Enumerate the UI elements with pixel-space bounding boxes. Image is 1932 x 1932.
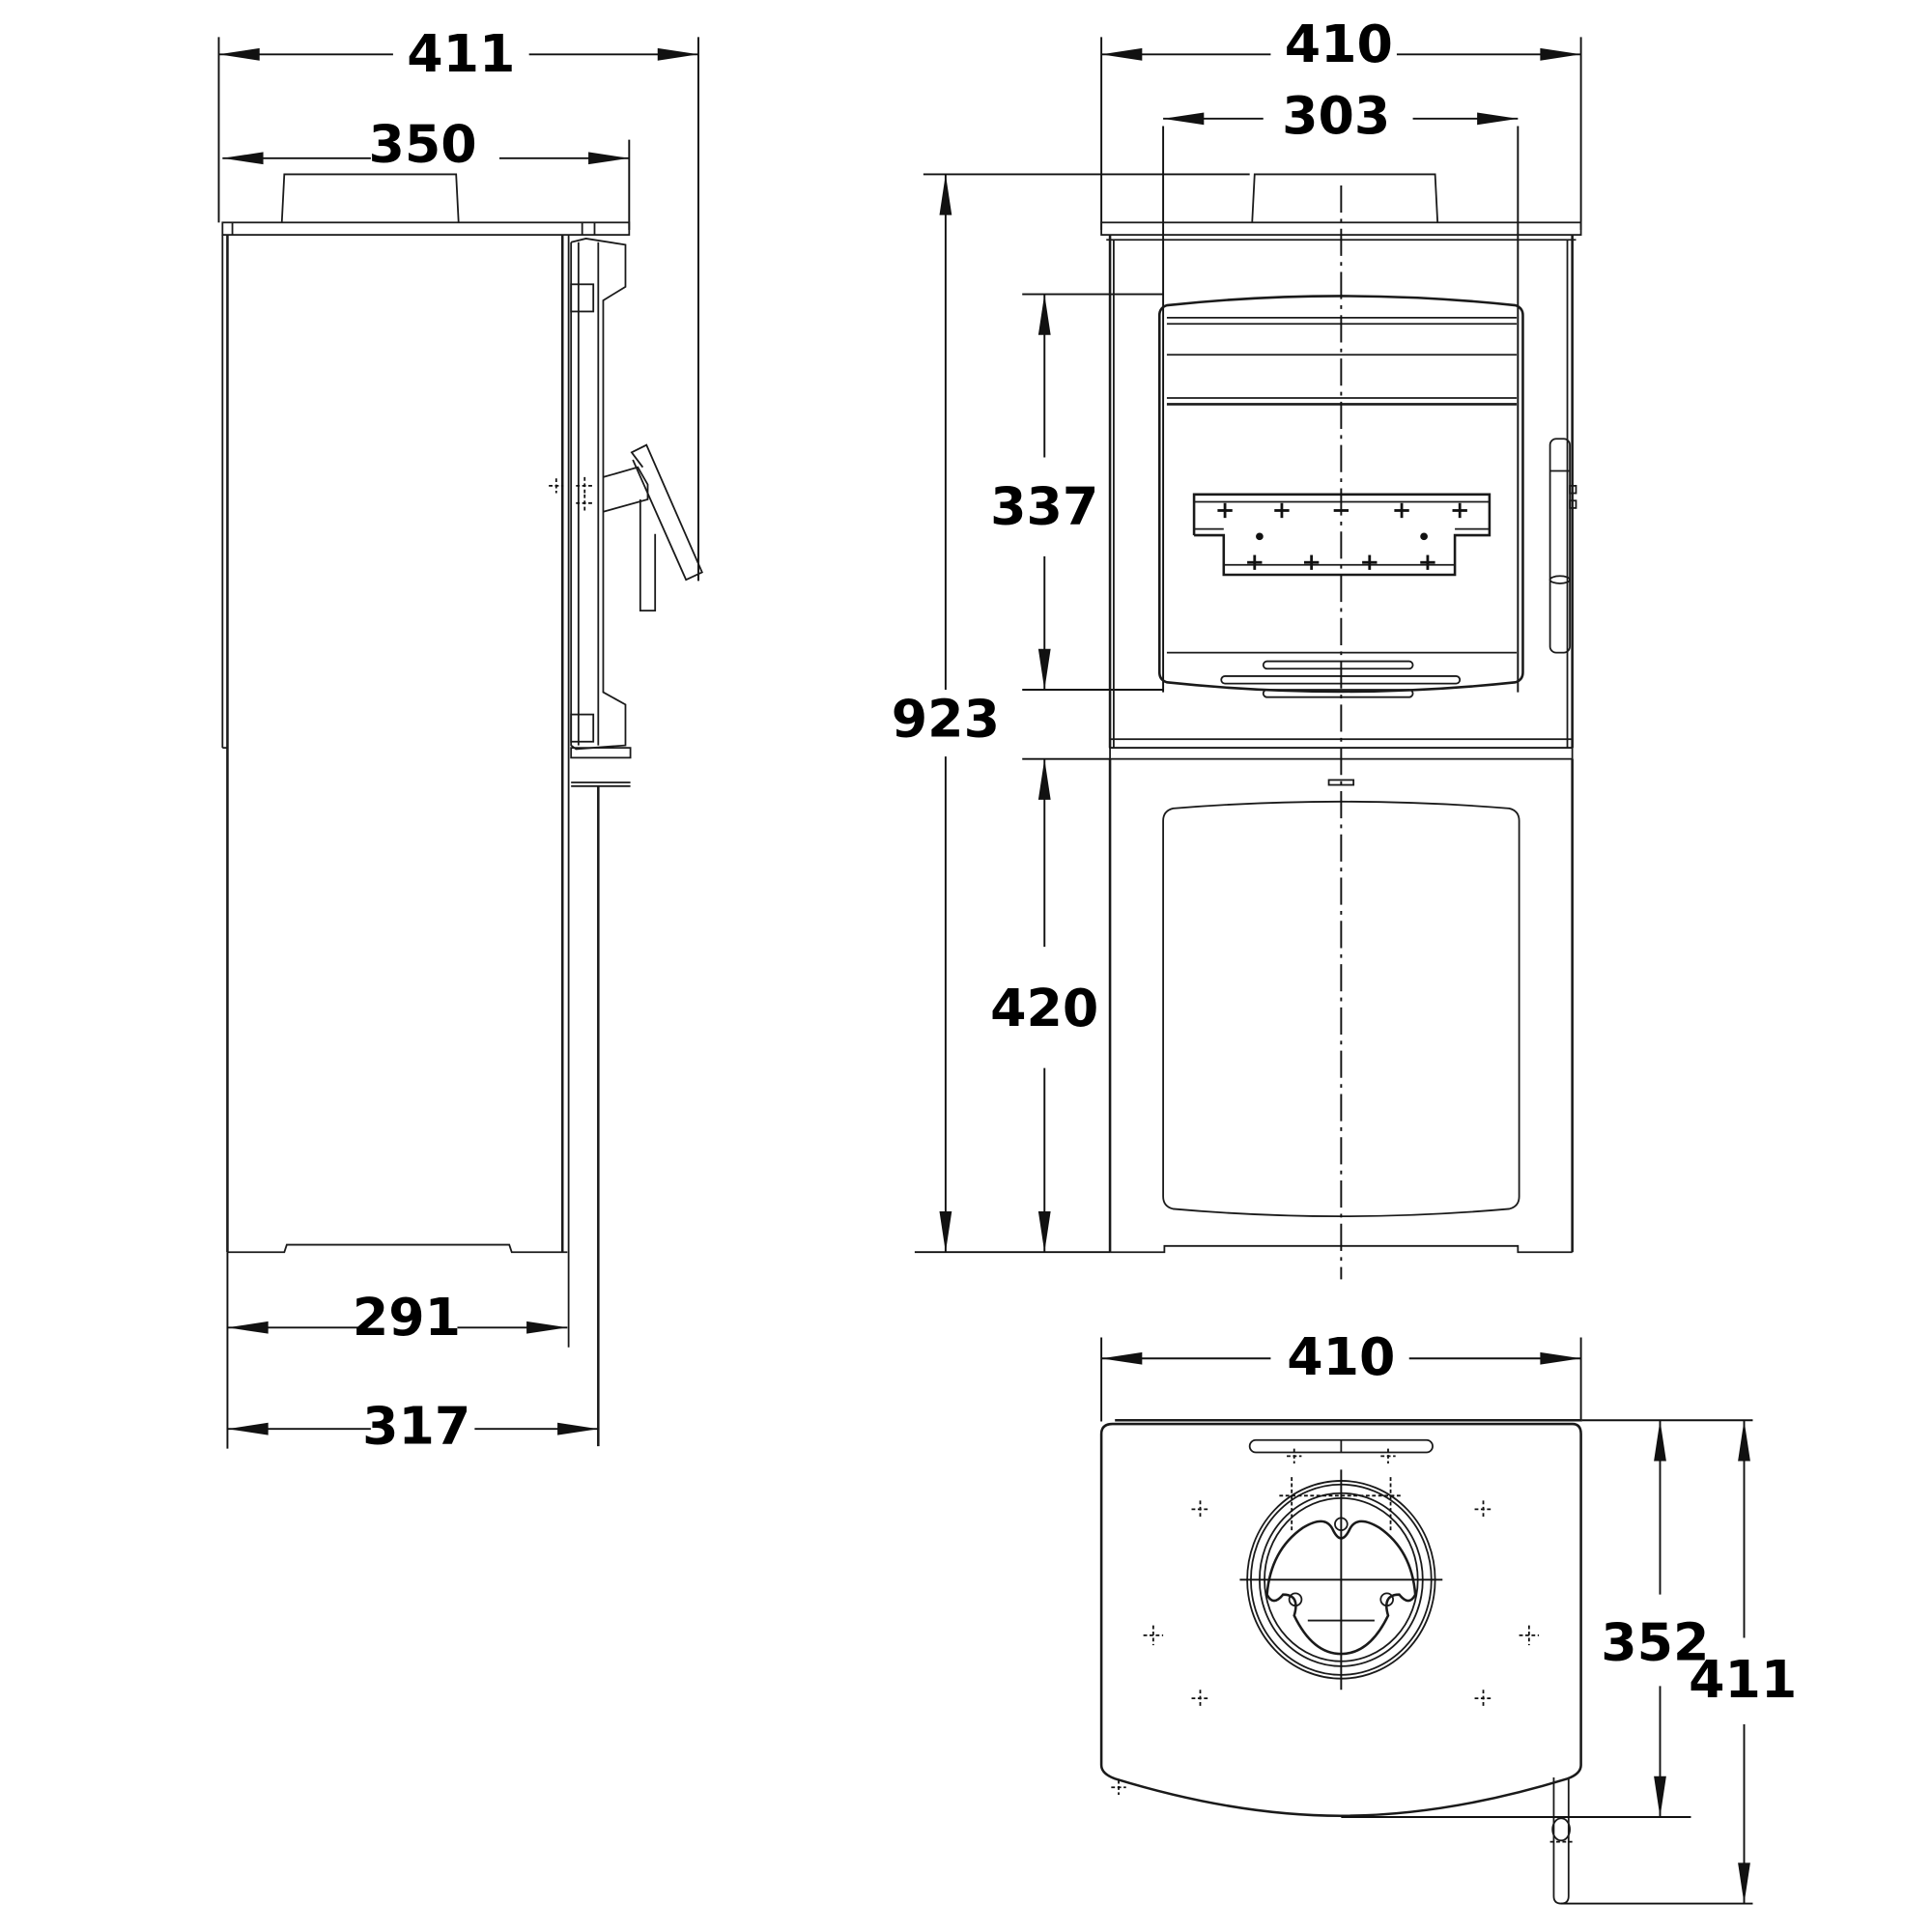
dim-top-overall-width: 410 bbox=[1100, 1326, 1582, 1422]
dim-side-top-depth: 350 bbox=[222, 114, 631, 231]
side-top-plate bbox=[221, 173, 631, 237]
label-front-337: 337 bbox=[990, 476, 1098, 537]
top-flue-collar bbox=[1239, 1469, 1443, 1690]
label-side-411: 411 bbox=[407, 23, 515, 84]
dim-side-base-depth: 291 bbox=[226, 1252, 568, 1449]
dim-front-door-height: 337 bbox=[990, 293, 1164, 691]
label-front-420: 420 bbox=[990, 978, 1098, 1038]
label-top-411: 411 bbox=[1689, 1649, 1797, 1710]
dim-top-flue-to-front: 352 bbox=[1341, 1419, 1753, 1818]
dim-front-door-width: 303 bbox=[1162, 85, 1520, 693]
dim-side-overall-depth: 411 bbox=[217, 23, 699, 582]
front-door-handle[interactable] bbox=[1548, 438, 1577, 654]
top-outline bbox=[1099, 1418, 1582, 1817]
label-front-923: 923 bbox=[892, 689, 1000, 750]
label-front-303: 303 bbox=[1282, 85, 1390, 146]
top-view: 410 bbox=[1099, 1326, 1797, 1905]
label-front-410: 410 bbox=[1285, 14, 1393, 74]
top-handle[interactable] bbox=[1549, 1777, 1573, 1905]
dim-front-base-height: 420 bbox=[990, 757, 1111, 1253]
side-door bbox=[549, 238, 703, 787]
side-body bbox=[221, 235, 600, 1447]
label-side-317: 317 bbox=[362, 1396, 470, 1457]
front-base bbox=[1108, 758, 1574, 1254]
top-fixing-markers bbox=[1111, 1448, 1540, 1795]
side-view: 411 350 bbox=[217, 23, 703, 1457]
dim-side-body-depth: 317 bbox=[227, 1396, 599, 1457]
label-top-410: 410 bbox=[1287, 1326, 1395, 1387]
dim-top-overall-depth: 411 bbox=[1561, 1420, 1797, 1905]
dim-front-overall-width: 410 bbox=[1100, 14, 1582, 231]
label-side-291: 291 bbox=[353, 1287, 461, 1348]
label-top-352: 352 bbox=[1601, 1611, 1709, 1672]
front-view: 410 303 923 bbox=[892, 14, 1582, 1280]
label-side-350: 350 bbox=[369, 114, 477, 175]
dim-front-overall-height: 923 bbox=[892, 173, 1250, 1254]
